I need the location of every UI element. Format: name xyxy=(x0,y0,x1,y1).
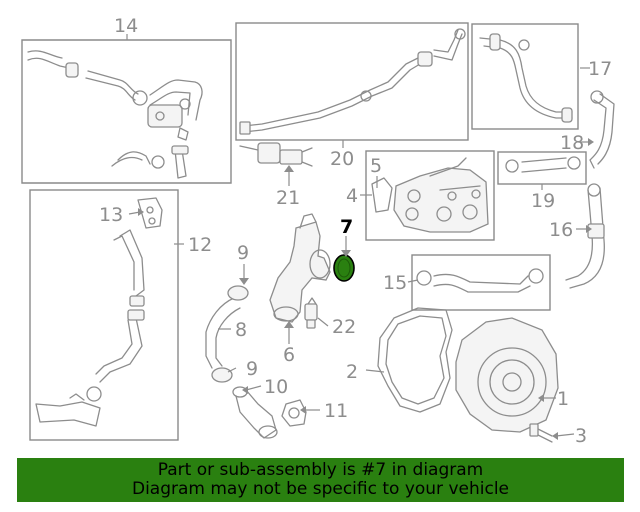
hose-18-16 xyxy=(565,90,615,289)
sensor-22 xyxy=(304,297,318,329)
water-outlet-6 xyxy=(269,213,331,323)
callout-9-bottom: 9 xyxy=(246,358,258,380)
frame-group-15 xyxy=(411,254,551,311)
sensor-21 xyxy=(239,142,313,167)
banner-line-part-number: Part or sub-assembly is #7 in diagram xyxy=(157,460,484,480)
pipe-assembly-12-13 xyxy=(35,197,163,427)
frame-group-12 xyxy=(29,189,179,441)
callout-9-top: 9 xyxy=(237,242,249,264)
callout-20: 20 xyxy=(330,148,354,170)
callout-2: 2 xyxy=(346,361,358,383)
callout-10: 10 xyxy=(264,376,288,398)
callout-3: 3 xyxy=(575,425,587,447)
hose-15 xyxy=(416,268,544,293)
callout-13: 13 xyxy=(99,204,123,226)
callout-15: 15 xyxy=(383,272,407,294)
callout-6: 6 xyxy=(283,344,295,366)
callout-22: 22 xyxy=(332,316,356,338)
bolt-3 xyxy=(529,423,553,443)
water-pump-1 xyxy=(455,317,559,433)
hose-19 xyxy=(505,156,581,173)
gasket-2 xyxy=(377,307,453,413)
callout-18: 18 xyxy=(560,132,584,154)
callout-7-highlighted: 7 xyxy=(340,216,353,238)
callout-1: 1 xyxy=(557,388,569,410)
seal-7-highlighted xyxy=(333,254,355,282)
callout-11: 11 xyxy=(324,400,348,422)
gasket-11 xyxy=(281,399,307,427)
callout-12: 12 xyxy=(188,234,212,256)
banner-line-disclaimer: Diagram may not be specific to your vehi… xyxy=(131,479,509,499)
coolant-pipe-20 xyxy=(239,28,466,135)
callout-4: 4 xyxy=(346,185,358,207)
frame-group-20 xyxy=(235,22,469,141)
hose-8 xyxy=(205,285,249,383)
leader-lines xyxy=(126,34,594,440)
fitment-notice-banner: Part or sub-assembly is #7 in diagram Di… xyxy=(17,458,624,502)
frame-group-17 xyxy=(471,23,579,130)
callout-14: 14 xyxy=(114,15,138,37)
callout-21: 21 xyxy=(276,187,300,209)
callout-17: 17 xyxy=(588,58,612,80)
frame-group-14 xyxy=(21,39,232,184)
callout-16: 16 xyxy=(549,219,573,241)
callout-19: 19 xyxy=(531,190,555,212)
thermostat-housing-4-5 xyxy=(371,157,489,233)
hose-assembly-14 xyxy=(27,50,203,179)
callout-5: 5 xyxy=(370,155,382,177)
callout-8: 8 xyxy=(235,319,247,341)
hose-17 xyxy=(479,33,573,123)
